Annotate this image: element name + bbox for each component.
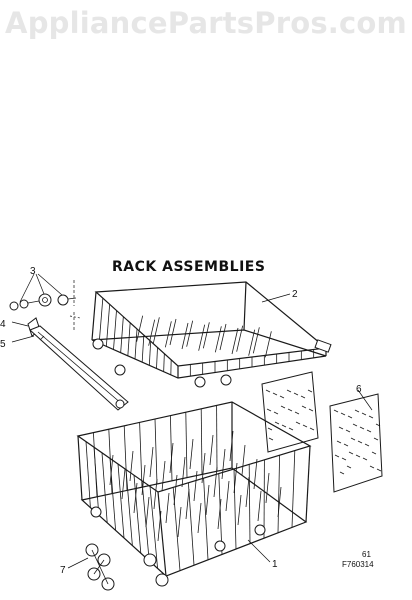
callout-3: 3 xyxy=(30,266,36,277)
upper-rack xyxy=(91,281,332,388)
lower-rack xyxy=(76,401,312,587)
callout-4: 4 xyxy=(0,319,6,330)
roller-parts xyxy=(9,293,77,311)
rack-rail xyxy=(29,325,129,411)
callout-7: 7 xyxy=(60,565,66,576)
watermark-logo: AppliancePartsPros.com xyxy=(5,6,407,40)
callout-1: 1 xyxy=(272,559,278,570)
callout-6: 6 xyxy=(356,384,362,395)
diagram-code-61: 61 xyxy=(362,550,371,559)
callout-2: 2 xyxy=(292,289,298,300)
cutlery-basket xyxy=(261,371,383,493)
callout-5: 5 xyxy=(0,339,6,350)
diagram-title: RACK ASSEMBLIES xyxy=(112,259,265,275)
diagram-code-f760314: F760314 xyxy=(342,560,374,569)
wheel-assembly xyxy=(85,543,115,591)
leader-lines xyxy=(11,273,373,569)
